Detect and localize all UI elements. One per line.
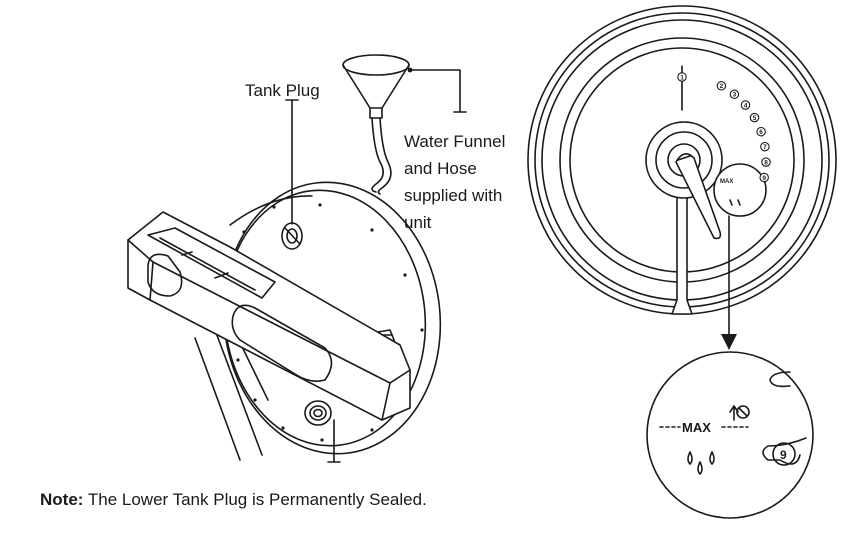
beam-front <box>149 261 154 301</box>
drop-2 <box>697 461 703 475</box>
gauge-tick-label: 5 <box>753 115 757 122</box>
lower-tank-plug <box>304 400 332 426</box>
gauge-tick-8: 8 <box>761 157 771 167</box>
beam-oval-left <box>147 253 183 297</box>
tank-front-drawing <box>527 5 837 350</box>
note-text: The Lower Tank Plug is Permanently Seale… <box>83 490 427 509</box>
zoom-circle <box>646 351 814 519</box>
zoom-detail <box>646 351 814 519</box>
tank-plug-leader <box>285 99 299 225</box>
gauge-tick-label: 8 <box>764 160 768 167</box>
funnel-drawing <box>342 54 467 195</box>
level-arm <box>675 153 722 240</box>
gauge-max-label: MAX <box>720 179 733 185</box>
tank-plug <box>281 222 303 250</box>
funnel-label-line-1: Water Funnel <box>404 132 506 151</box>
funnel-label-line-4: unit <box>404 213 432 232</box>
zoom-hook-top <box>769 371 791 388</box>
lower-plug-leader <box>327 419 341 463</box>
tank-plug-label: Tank Plug <box>245 81 320 100</box>
funnel-label-line-2: and Hose <box>404 159 477 178</box>
note-prefix: Note: <box>40 490 84 509</box>
gauge-tick-9: 9 <box>759 172 769 183</box>
zoom-tick-label: 9 <box>780 448 787 462</box>
drop-1 <box>687 451 693 465</box>
gauge-tick-7: 7 <box>760 141 770 152</box>
gauge-tick-4: 4 <box>740 100 751 110</box>
zoom-arrow-head <box>721 334 737 350</box>
gauge-tick-label: 1 <box>680 74 684 81</box>
gauge-tick-3: 3 <box>729 89 740 100</box>
funnel-label-line-3: supplied with <box>404 186 503 205</box>
zoom-tick-ring <box>772 442 796 466</box>
gauge-tick-label: 2 <box>720 83 724 90</box>
gauge-tick-2: 2 <box>716 81 727 91</box>
zoom-hook-bottom <box>762 437 807 465</box>
gauge-tick-5: 5 <box>749 112 760 123</box>
gauge-tick-label: 4 <box>744 102 748 109</box>
funnel-leader <box>409 69 467 113</box>
no-fill-icon <box>736 405 750 419</box>
drop-3 <box>709 451 715 465</box>
beam-rail <box>147 227 276 299</box>
gauge-magnifier <box>713 163 767 217</box>
zoom-max-label: MAX <box>682 420 711 435</box>
beam-edge <box>127 239 411 384</box>
gauge-tick-label: 6 <box>759 129 763 136</box>
hose-edge <box>377 117 392 195</box>
gauge-tick-6: 6 <box>756 126 766 137</box>
gauge-tick-1: 1 <box>677 72 687 82</box>
hub-inner <box>655 131 713 189</box>
funnel-label: Water Funnel and Hose supplied with unit <box>404 128 505 236</box>
beam-slot <box>231 304 333 382</box>
rail-detail <box>159 237 256 291</box>
gauge-tick-label: 3 <box>733 92 737 99</box>
tank-top-edge <box>229 195 313 226</box>
hose <box>371 117 384 193</box>
beam-corner <box>381 382 391 421</box>
gauge-tick-label: 7 <box>763 144 767 151</box>
rower-tank-drawing <box>127 99 442 463</box>
gauge-tick-label: 9 <box>762 175 766 182</box>
note: Note: The Lower Tank Plug is Permanently… <box>40 486 427 513</box>
